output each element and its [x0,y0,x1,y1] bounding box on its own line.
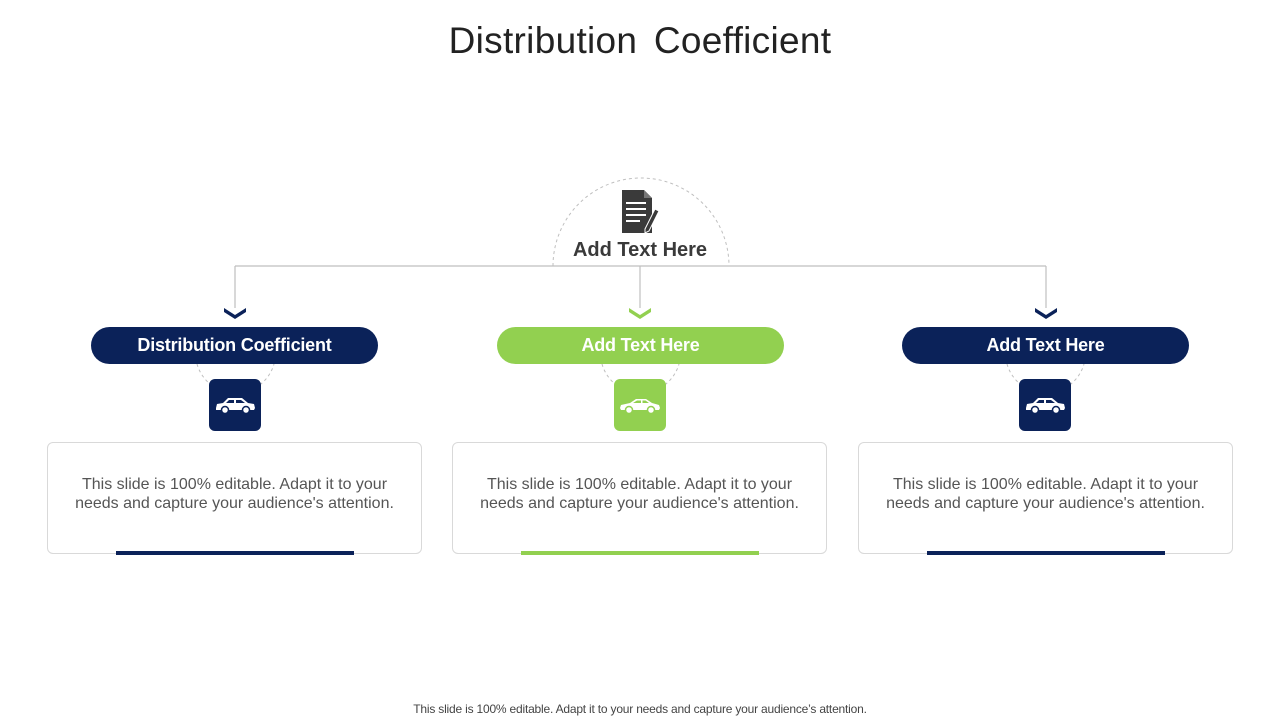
card-accent-bar [116,551,354,555]
chevron-down-icon [1035,308,1057,319]
chevron-down-icon [629,308,651,319]
branch-title-pill: Add Text Here [902,327,1189,364]
footer-note: This slide is 100% editable. Adapt it to… [413,702,867,716]
branch-description: This slide is 100% editable. Adapt it to… [75,476,394,512]
car-icon [614,379,666,431]
root-label: Add Text Here [572,239,708,261]
branch-description: This slide is 100% editable. Adapt it to… [480,476,799,512]
branch-description: This slide is 100% editable. Adapt it to… [886,476,1205,512]
branch-title-pill: Add Text Here [497,327,784,364]
slide-title: Distribution Coefficient [448,20,832,61]
document-pen-icon [619,189,661,235]
chevron-down-icon [224,308,246,319]
car-icon [209,379,261,431]
card-accent-bar [521,551,759,555]
card-accent-bar [927,551,1165,555]
branch-card: This slide is 100% editable. Adapt it to… [452,442,827,555]
branch-card: This slide is 100% editable. Adapt it to… [858,442,1233,555]
car-icon [1019,379,1071,431]
branch-title-pill: Distribution Coefficient [91,327,378,364]
branch-card: This slide is 100% editable. Adapt it to… [47,442,422,555]
